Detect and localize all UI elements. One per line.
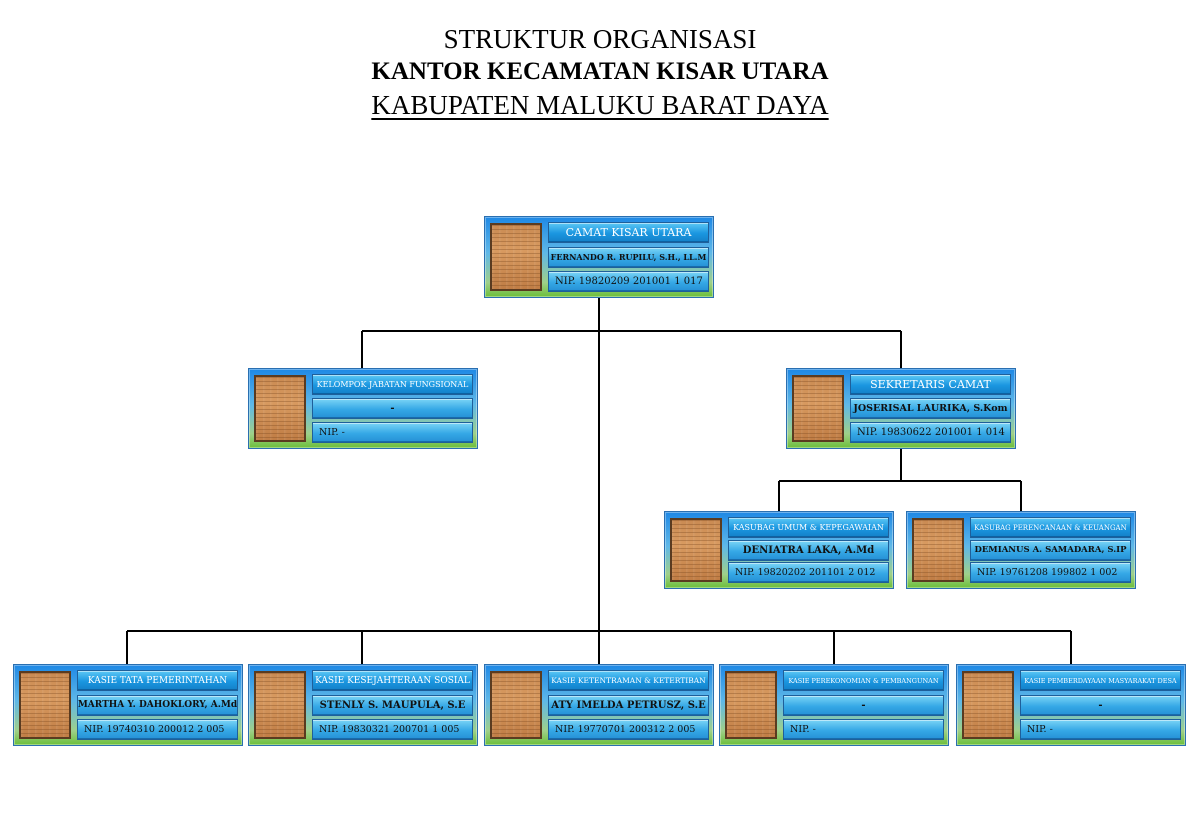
card-nip: NIP. 19820209 201001 1 017 bbox=[548, 271, 709, 292]
card-name: - bbox=[1020, 694, 1181, 716]
card-nip: NIP. 19770701 200312 2 005 bbox=[548, 719, 709, 740]
card-title: KASIE KESEJAHTERAAN SOSIAL bbox=[312, 670, 473, 691]
card-name: JOSERISAL LAURIKA, S.Kom bbox=[850, 398, 1011, 419]
card-kasie-pemberdayaan: KASIE PEMBERDAYAAN MASYARAKAT DESA - NIP… bbox=[956, 664, 1186, 746]
card-sekretaris: SEKRETARIS CAMAT JOSERISAL LAURIKA, S.Ko… bbox=[786, 368, 1016, 449]
card-name: ATY IMELDA PETRUSZ, S.E bbox=[548, 694, 709, 716]
card-nip: NIP. 19830622 201001 1 014 bbox=[850, 422, 1011, 443]
photo-placeholder bbox=[962, 671, 1014, 739]
regency-name: KABUPATEN MALUKU BARAT DAYA bbox=[371, 90, 829, 120]
card-title: KASIE PEMBERDAYAAN MASYARAKAT DESA bbox=[1020, 670, 1181, 691]
office-name: KANTOR KECAMATAN KISAR UTARA bbox=[371, 58, 829, 85]
card-kasie-kesejahteraan: KASIE KESEJAHTERAAN SOSIAL STENLY S. MAU… bbox=[248, 664, 478, 746]
card-kasie-pemerintahan: KASIE TATA PEMERINTAHAN MARTHA Y. DAHOKL… bbox=[13, 664, 243, 746]
card-nip: NIP. - bbox=[312, 422, 473, 443]
card-kasie-ketentraman: KASIE KETENTRAMAN & KETERTIBAN ATY IMELD… bbox=[484, 664, 714, 746]
card-name: - bbox=[312, 398, 473, 419]
card-title: KASIE KETENTRAMAN & KETERTIBAN bbox=[548, 670, 709, 691]
card-name: DEMIANUS A. SAMADARA, S.IP bbox=[970, 539, 1131, 561]
card-nip: NIP. 19820202 201101 2 012 bbox=[728, 562, 889, 583]
photo-placeholder bbox=[792, 375, 844, 442]
card-name: FERNANDO R. RUPILU, S.H., LL.M bbox=[548, 246, 709, 268]
card-fungsional: KELOMPOK JABATAN FUNGSIONAL - NIP. - bbox=[248, 368, 478, 449]
card-kasie-perekonomian: KASIE PEREKONOMIAN & PEMBANGUNAN - NIP. … bbox=[719, 664, 949, 746]
card-title: KASUBAG PERENCANAAN & KEUANGAN bbox=[970, 517, 1131, 538]
card-title: KELOMPOK JABATAN FUNGSIONAL bbox=[312, 374, 473, 395]
photo-placeholder bbox=[490, 223, 542, 291]
card-title: CAMAT KISAR UTARA bbox=[548, 222, 709, 243]
card-nip: NIP. - bbox=[783, 719, 944, 740]
card-camat: CAMAT KISAR UTARA FERNANDO R. RUPILU, S.… bbox=[484, 216, 714, 298]
photo-placeholder bbox=[725, 671, 777, 739]
photo-placeholder bbox=[254, 671, 306, 739]
photo-placeholder bbox=[254, 375, 306, 442]
card-nip: NIP. - bbox=[1020, 719, 1181, 740]
card-nip: NIP. 19830321 200701 1 005 bbox=[312, 719, 473, 740]
card-name: MARTHA Y. DAHOKLORY, A.Md bbox=[77, 694, 238, 716]
card-name: DENIATRA LAKA, A.Md bbox=[728, 539, 889, 561]
card-nip: NIP. 19761208 199802 1 002 bbox=[970, 562, 1131, 583]
card-title: SEKRETARIS CAMAT bbox=[850, 374, 1011, 395]
card-title: KASIE TATA PEMERINTAHAN bbox=[77, 670, 238, 691]
card-title: KASIE PEREKONOMIAN & PEMBANGUNAN bbox=[783, 670, 944, 691]
photo-placeholder bbox=[490, 671, 542, 739]
photo-placeholder bbox=[19, 671, 71, 739]
card-name: - bbox=[783, 694, 944, 716]
card-kasubag-umum: KASUBAG UMUM & KEPEGAWAIAN DENIATRA LAKA… bbox=[664, 511, 894, 589]
card-kasubag-perencanaan: KASUBAG PERENCANAAN & KEUANGAN DEMIANUS … bbox=[906, 511, 1136, 589]
chart-title: STRUKTUR ORGANISASI bbox=[443, 24, 757, 54]
card-nip: NIP. 19740310 200012 2 005 bbox=[77, 719, 238, 740]
photo-placeholder bbox=[912, 518, 964, 582]
photo-placeholder bbox=[670, 518, 722, 582]
card-title: KASUBAG UMUM & KEPEGAWAIAN bbox=[728, 517, 889, 538]
card-name: STENLY S. MAUPULA, S.E bbox=[312, 694, 473, 716]
